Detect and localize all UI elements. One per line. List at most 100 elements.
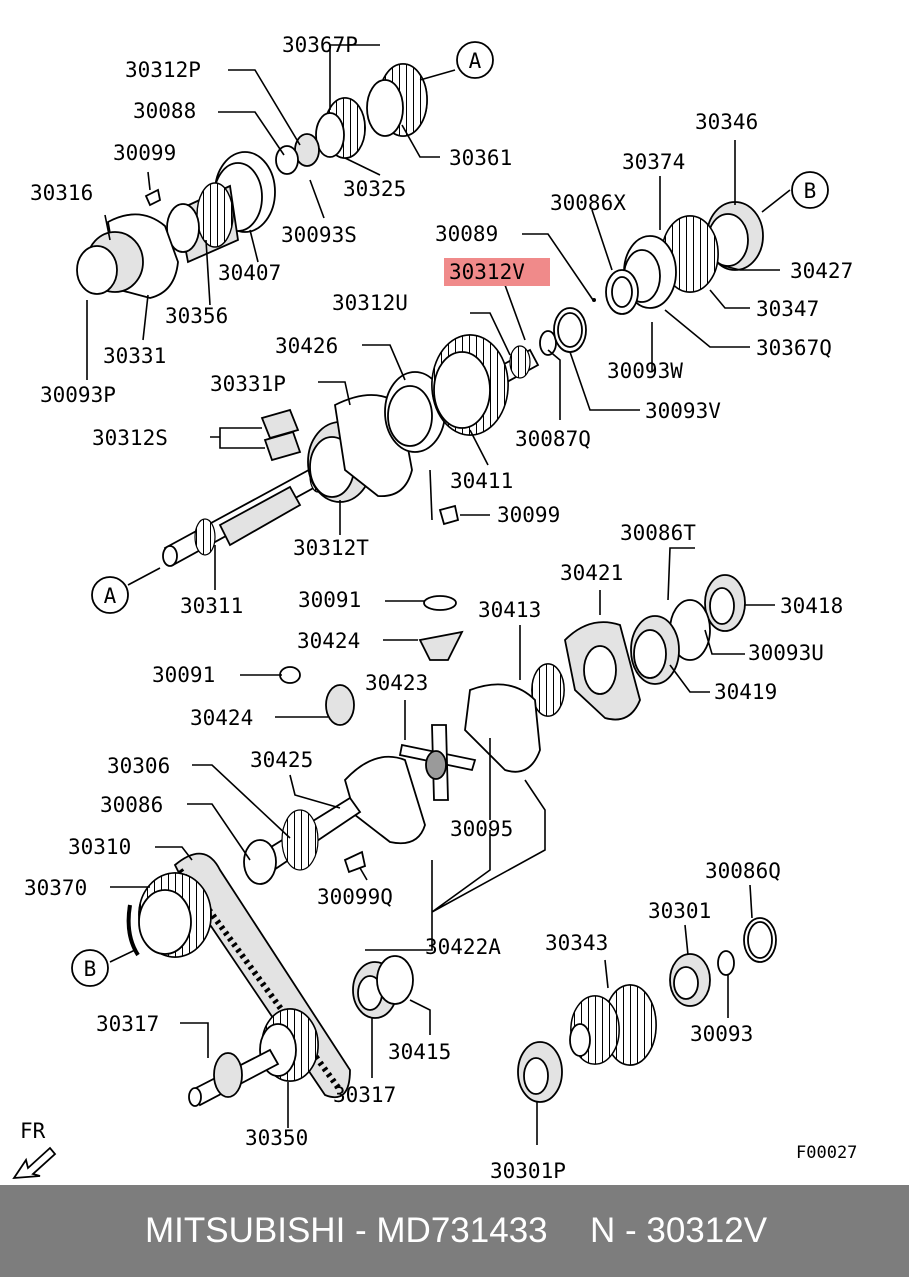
ref-b-bottom: B xyxy=(84,957,97,981)
label-30424-upper: 30424 xyxy=(297,629,360,653)
ref-circle-a-top xyxy=(456,41,494,79)
pinion-gear-30424-upper xyxy=(418,630,464,661)
ref-a-top: A xyxy=(469,49,482,73)
label-30091-lower: 30091 xyxy=(152,663,215,687)
label-30095: 30095 xyxy=(450,817,513,841)
label-30415: 30415 xyxy=(388,1040,451,1064)
label-30093W: 30093W xyxy=(607,359,683,383)
label-30346: 30346 xyxy=(695,110,758,134)
label-30331P: 30331P xyxy=(210,372,286,396)
washer-30091-upper xyxy=(423,595,457,611)
label-30086X: 30086X xyxy=(550,191,626,215)
ref-circle-a-bottom xyxy=(91,576,129,614)
label-30317-shaft: 30317 xyxy=(96,1012,159,1036)
label-30312U: 30312U xyxy=(332,291,408,315)
label-30311: 30311 xyxy=(180,594,243,618)
right-hub-assembly xyxy=(592,201,764,315)
label-30347: 30347 xyxy=(756,297,819,321)
label-30093U: 30093U xyxy=(748,641,824,665)
exploded-parts-diagram: A B A B 30367P 30312P 30088 30099 30316 … xyxy=(12,33,857,1183)
label-30325: 30325 xyxy=(343,177,406,201)
label-30356: 30356 xyxy=(165,304,228,328)
label-30088: 30088 xyxy=(133,99,196,123)
label-30407: 30407 xyxy=(218,261,281,285)
label-30317-bearing: 30317 xyxy=(333,1083,396,1107)
label-30306: 30306 xyxy=(107,754,170,778)
part-number-footer: MITSUBISHI - MD731433 N - 30312V xyxy=(0,1185,909,1277)
label-30367P: 30367P xyxy=(282,33,358,57)
ring-30086 xyxy=(243,839,277,885)
label-30331: 30331 xyxy=(103,344,166,368)
direction-label: FR xyxy=(20,1119,46,1143)
bolt-30099-upper xyxy=(144,188,162,207)
label-30099Q: 30099Q xyxy=(317,885,393,909)
washer-30091-lower xyxy=(279,666,301,684)
bolt-30099-lower xyxy=(438,504,460,526)
bushing-30088 xyxy=(275,145,299,175)
ref-circle-b-bottom xyxy=(71,949,109,987)
rear-shaft-chain-assembly xyxy=(126,796,414,1107)
label-30374: 30374 xyxy=(622,150,685,174)
label-30087Q: 30087Q xyxy=(515,427,591,451)
label-30418: 30418 xyxy=(780,594,843,618)
label-30367Q: 30367Q xyxy=(756,336,832,360)
label-30343: 30343 xyxy=(545,931,608,955)
ref-a-bottom: A xyxy=(104,584,117,608)
label-30316: 30316 xyxy=(30,181,93,205)
highlight-30312V xyxy=(444,258,550,286)
ref-b-top: B xyxy=(804,179,817,203)
label-30093S: 30093S xyxy=(281,223,357,247)
label-30413: 30413 xyxy=(478,598,541,622)
case-half-30422A xyxy=(343,755,426,845)
front-direction-indicator: FR xyxy=(12,1119,57,1180)
front-arrow-icon xyxy=(12,1146,57,1180)
label-30419: 30419 xyxy=(714,680,777,704)
label-30312V: 30312V xyxy=(449,260,525,284)
snap-ring-30093P xyxy=(76,245,118,295)
label-30099-upper: 30099 xyxy=(113,141,176,165)
label-30422A: 30422A xyxy=(425,935,501,959)
label-30427: 30427 xyxy=(790,259,853,283)
label-30350: 30350 xyxy=(245,1126,308,1150)
case-half-30095 xyxy=(464,683,541,773)
label-30301P: 30301P xyxy=(490,1159,566,1183)
label-30312P: 30312P xyxy=(125,58,201,82)
label-30086Q: 30086Q xyxy=(705,859,781,883)
label-30411: 30411 xyxy=(450,469,513,493)
label-30361: 30361 xyxy=(449,146,512,170)
snap-ring-30093 xyxy=(717,950,735,976)
ring-30415 xyxy=(376,955,414,1005)
label-30093: 30093 xyxy=(690,1022,753,1046)
label-30301: 30301 xyxy=(648,899,711,923)
ref-circle-b-top xyxy=(791,171,829,209)
upper-shaft-assembly xyxy=(76,63,428,299)
bolt-30099Q xyxy=(343,850,367,874)
label-30089: 30089 xyxy=(435,222,498,246)
reference-markers: A B A B xyxy=(71,41,829,987)
label-30093V: 30093V xyxy=(645,399,721,423)
label-30099-lower: 30099 xyxy=(497,503,560,527)
label-30425: 30425 xyxy=(250,748,313,772)
label-30370: 30370 xyxy=(24,876,87,900)
label-30091-upper: 30091 xyxy=(298,588,361,612)
label-30310: 30310 xyxy=(68,835,131,859)
label-30086: 30086 xyxy=(100,793,163,817)
leader-lines xyxy=(86,44,791,1145)
footer-reference-number: N - 30312V xyxy=(590,1211,768,1250)
part-labels: 30367P 30312P 30088 30099 30316 30361 30… xyxy=(24,33,853,1183)
label-30423: 30423 xyxy=(365,671,428,695)
counter-gear-assembly xyxy=(517,917,777,1103)
label-30424-lower: 30424 xyxy=(190,706,253,730)
pinion-gear-30424-lower xyxy=(325,684,355,726)
footer-brand-part-number: MITSUBISHI - MD731433 xyxy=(145,1211,548,1250)
needle-bearing-30312S xyxy=(260,408,300,440)
ring-30087Q xyxy=(539,330,557,356)
label-30086T: 30086T xyxy=(620,521,696,545)
label-30312S: 30312S xyxy=(92,426,168,450)
label-30093P: 30093P xyxy=(40,383,116,407)
label-30426: 30426 xyxy=(275,334,338,358)
differential-assembly xyxy=(279,574,746,874)
label-30421: 30421 xyxy=(560,561,623,585)
label-30312T: 30312T xyxy=(293,536,369,560)
figure-code: F00027 xyxy=(796,1143,857,1163)
